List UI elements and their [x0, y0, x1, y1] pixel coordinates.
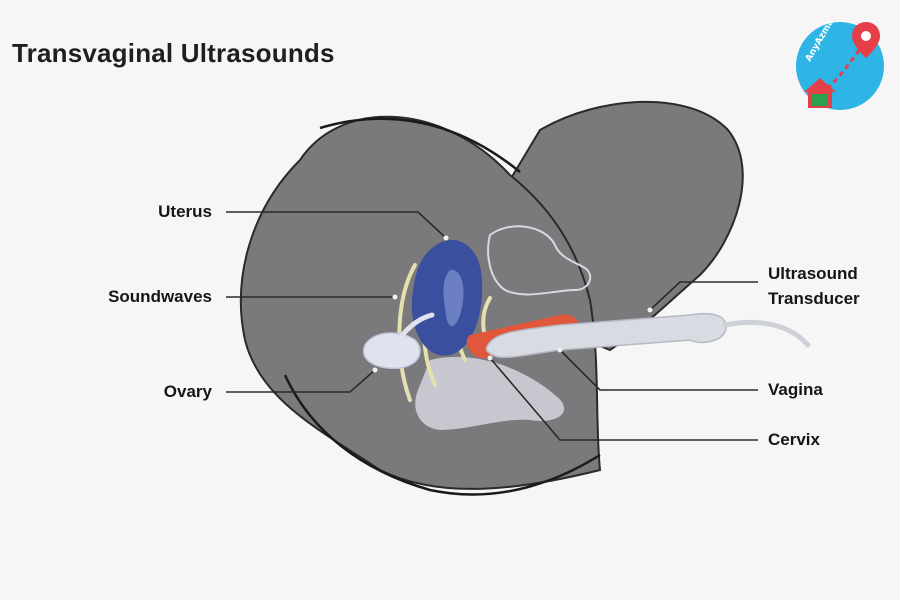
- ovary-shape: [362, 332, 421, 370]
- uterus-inner-shape: [443, 269, 464, 327]
- transducer-cable: [722, 319, 811, 348]
- transducer-label-line2: Transducer: [768, 289, 860, 308]
- uterus-label: Uterus: [158, 202, 212, 221]
- leader-lines: [226, 211, 758, 441]
- uterus-leader-dot: [443, 235, 449, 241]
- bladder-shape: [415, 356, 565, 430]
- page-title: Transvaginal Ultrasounds: [12, 38, 335, 68]
- transducer-leader-dot: [647, 307, 653, 313]
- transducer-probe: [485, 313, 727, 359]
- fallopian-tube: [397, 312, 435, 341]
- anyazma-logo: AnyAzma: [796, 18, 884, 110]
- cervix-leader: [489, 357, 758, 441]
- vagina-leader-dot: [557, 347, 563, 353]
- ovary-leader: [226, 369, 376, 393]
- cervix-leader-dot: [487, 355, 493, 361]
- soundwaves-leader-dot: [392, 294, 398, 300]
- transducer-leader: [649, 281, 758, 311]
- soundwaves-label: Soundwaves: [108, 287, 212, 306]
- soundwave-1: [397, 263, 417, 402]
- transducer-label-line1: Ultrasound: [768, 264, 858, 283]
- body-outline-bottom: [283, 374, 601, 496]
- ovary-leader-dot: [372, 367, 378, 373]
- logo-pin-hole: [861, 31, 871, 41]
- cervix-label: Cervix: [768, 430, 820, 449]
- body-outline-top: [319, 117, 521, 173]
- bowel-outline: [487, 225, 592, 296]
- logo-house-inner: [812, 94, 828, 106]
- vagina-label: Vagina: [768, 380, 823, 399]
- ovary-label: Ovary: [163, 382, 212, 401]
- vagina-leader: [559, 349, 758, 391]
- uterus-leader: [226, 211, 447, 239]
